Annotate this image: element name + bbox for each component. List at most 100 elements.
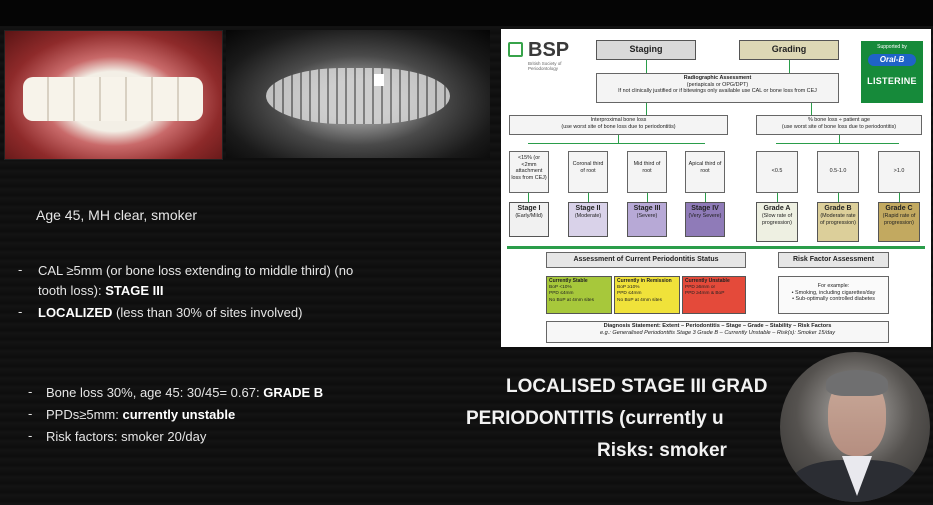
grade-a-desc: (Slow rate of progression) [761,213,793,226]
risk-example-2: • Sub-optimally controlled diabetes [792,296,875,303]
diagnosis-line1: LOCALISED STAGE III GRAD [506,376,768,397]
grading-line3: Risk factors: smoker 20/day [46,429,207,444]
radiographic-line3: If not clinically justified or if bitewi… [618,88,817,95]
status-stable-l2: PPD ≤4mm [549,291,574,297]
arrow [618,135,619,143]
bsp-sub2: Periodontology [528,66,559,71]
grade-c-desc: (Rapid rate of progression) [882,213,916,226]
presenter-hair [826,370,888,396]
panoramic-xray [226,30,490,158]
diagnosis-statement: Diagnosis Statement: Extent – Periodonti… [603,323,832,329]
stage-4-box: Stage IV(Very Severe) [685,202,725,237]
interproximal-bone-loss-box: Interproximal bone loss (use worst site … [509,115,728,135]
sponsor-label: Supported by [877,44,907,50]
bone-loss-age-box: % bone loss ÷ patient age (use worst sit… [756,115,922,135]
radiographic-title: Radiographic Assessment [683,75,752,81]
stage-2-name: Stage II [575,205,601,212]
grade-a-name: Grade A [763,205,791,212]
arrow [705,193,706,202]
extent-result: LOCALIZED [38,305,113,320]
interproximal-line1: Interproximal bone loss [590,117,647,123]
grading-line1: Bone loss 30%, age 45: 30/45= 0.67: GRAD… [46,384,323,402]
status-unstable-title: Currently Unstable [685,278,730,284]
oralb-logo: Oral-B [868,54,916,66]
stage-2-desc: (Moderate) [574,213,602,219]
bullet: - [28,384,33,399]
arrow [646,60,647,73]
extent-text: (less than 30% of sites involved) [112,305,303,320]
status-unstable-l2: PPD ≥4mm & BoP [685,291,725,297]
stage-4-name: Stage IV [691,205,719,212]
arrow [777,193,778,202]
risk-factor-examples: For example: • Smoking, including cigare… [778,276,889,314]
criteria-stage-1: <15% (or <2mm attachment loss from CEJ) [509,151,549,193]
stage-1-box: Stage I(Early/Mild) [509,202,549,237]
grade-a-box: Grade A(Slow rate of progression) [756,202,798,242]
arrow [839,135,840,143]
arrow [646,103,647,115]
xray-jaw [266,68,450,124]
xray-crown [374,74,384,86]
bsp-logo: BSP [528,39,570,61]
stage-3-name: Stage III [633,205,661,212]
radiographic-assessment-box: Radiographic Assessment (periapicals or … [596,73,839,103]
extent-line: LOCALIZED (less than 30% of sites involv… [38,304,302,322]
risk-example-title: For example: [817,283,850,289]
bone-age-line2: (use worst site of bone loss due to peri… [781,123,897,130]
interproximal-line2: (use worst site of bone loss due to peri… [561,123,676,130]
stage-3-desc: (Severe) [636,213,658,219]
stage-2-box: Stage II(Moderate) [568,202,608,237]
criteria-stage-2: Coronal third of root [568,151,608,193]
status-stable-title: Currently Stable [549,278,588,284]
diagnosis-example: e.g.: Generalised Periodontitis Stage 3 … [599,329,836,336]
arrow [528,193,529,202]
grade-result: GRADE B [263,385,324,400]
connector [776,143,899,144]
diagnosis-statement-box: Diagnosis Statement: Extent – Periodonti… [546,321,889,343]
staging-line2-text: tooth loss): [38,283,106,298]
connector [528,143,705,144]
status-remission-l1: BoP ≥10% [617,285,640,291]
current-status-title: Assessment of Current Periodontitis Stat… [546,252,746,268]
arrow [899,193,900,202]
status-remission-title: Currently in Remission [617,278,672,284]
stage-4-desc: (Very Severe) [688,213,722,219]
grading-header: Grading [739,40,839,60]
radiographic-line2: (periapicals or OPG/DPT) [686,81,749,88]
status-unstable-l1: PPD ≥5mm or [685,285,716,291]
divider [507,246,925,249]
stability-result: currently unstable [122,407,236,422]
listerine-logo: LISTERINE [867,76,917,86]
bullet: - [18,262,23,277]
grade-b-box: Grade B(Moderate rate of progression) [817,202,859,242]
grading-line2-text: PPDs≥5mm: [46,407,123,422]
risk-factor-title: Risk Factor Assessment [778,252,889,268]
presenter-webcam [780,352,930,502]
arrow [811,103,812,115]
criteria-stage-4: Apical third of root [685,151,725,193]
stage-result: STAGE III [105,283,164,298]
bsp-sub1: British Society of [528,61,562,66]
arrow [838,193,839,202]
arrow [789,60,790,73]
sponsor-badge: Supported by Oral-B LISTERINE [861,41,923,103]
staging-header: Staging [596,40,696,60]
staging-line2: tooth loss): STAGE III [38,282,163,300]
arrow [647,193,648,202]
criteria-grade-b: 0.5-1.0 [817,151,859,193]
grade-c-name: Grade C [885,205,913,212]
diagnosis-line2: PERIODONTITIS (currently u [466,408,724,429]
risk-example-1: • Smoking, including cigarettes/day [791,289,876,296]
bsp-logo-icon [508,42,523,57]
status-remission-l3: No BoP at 4mm sites [617,297,662,303]
top-bar [0,0,933,26]
bullet: - [28,428,33,443]
status-remission-l2: PPD ≤4mm [617,291,642,297]
criteria-grade-a: <0.5 [756,151,798,193]
grade-b-desc: (Moderate rate of progression) [820,213,856,226]
bone-age-line1: % bone loss ÷ patient age [808,117,870,123]
